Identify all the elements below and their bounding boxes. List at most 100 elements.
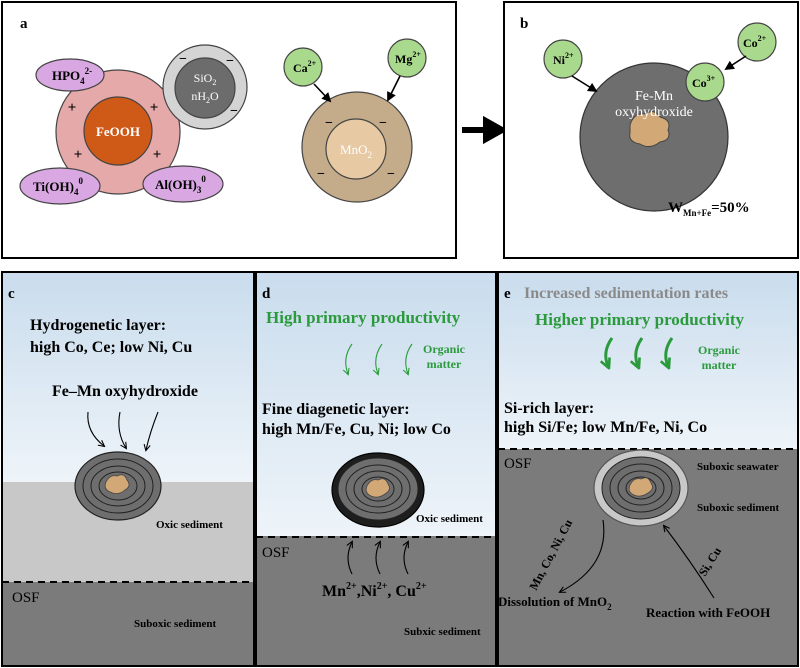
panel-d-ions: Mn2+,Ni2+, Cu2+: [322, 581, 427, 600]
ni-label: Ni2+: [553, 51, 574, 67]
panel-d-frame: [255, 271, 497, 667]
ca-label: Ca2+: [293, 59, 317, 75]
panel-e-sedimentation: Increased sedimentation rates: [524, 285, 728, 302]
mg-label: Mg2+: [395, 50, 421, 66]
ni-arrow: [571, 75, 598, 93]
minus-sign: −: [179, 52, 187, 67]
panel-c-frame: [1, 271, 255, 667]
panel-e-osf-label: OSF: [504, 456, 532, 472]
minus-sign: −: [325, 116, 333, 131]
panel-c: c Hydrogenetic layer: high Co, Ce; low N…: [1, 271, 255, 667]
transition-arrow: [462, 115, 509, 145]
panel-d-osf-label: OSF: [262, 545, 290, 561]
sio2-label: SiO2: [194, 71, 217, 87]
panel-c-suboxic-label: Suboxic sediment: [134, 618, 217, 630]
mg-arrow: [387, 75, 401, 102]
hpo4-ellipse: [35, 58, 105, 92]
panel-e-title-1: Si-rich layer:: [504, 400, 594, 417]
feooh-core: [83, 96, 153, 166]
panel-c-water: [2, 272, 254, 482]
panel-a-letter: a: [20, 16, 28, 32]
panel-e-productivity: Higher primary productivity: [535, 310, 745, 329]
dissolution-arrow: [560, 519, 605, 592]
plus-sign: +: [68, 100, 77, 116]
panel-e-title-2: high Si/Fe; low Mn/Fe, Ni, Co: [504, 419, 707, 436]
nucleus-shape: [629, 111, 670, 148]
ca-ion: [283, 47, 323, 87]
panel-c-suboxic-sediment: [2, 582, 254, 666]
panel-c-osf-label: OSF: [12, 590, 40, 606]
panel-c-oxic-label: Oxic sediment: [156, 519, 223, 531]
panel-e-suboxic-sediment: Suboxic sediment: [697, 502, 780, 514]
organic-line1: Organic: [423, 342, 466, 356]
panel-e-frame: [497, 271, 799, 667]
minus-sign: −: [226, 54, 234, 69]
minus-sign: −: [230, 104, 238, 119]
panel-d-letter: d: [262, 286, 271, 302]
panel-e-letter: e: [504, 286, 511, 302]
panel-a: a FeOOH + + + + HPO42- SiO2 nH2O − − − T…: [1, 1, 457, 259]
minus-sign: −: [379, 116, 387, 131]
panel-e: e Increased sedimentation rates Higher p…: [497, 271, 799, 667]
panel-d-suboxic-label: Subxic sediment: [404, 626, 481, 638]
panel-b-letter: b: [520, 16, 528, 32]
panel-c-nodule: [74, 451, 162, 521]
reaction-arrow: [664, 526, 715, 599]
co-oxidation-arrow: [724, 55, 747, 71]
panel-e-water: [498, 272, 798, 449]
co2-ion: [737, 22, 777, 62]
co3-ion: [685, 62, 725, 102]
flux-arrow: [118, 411, 126, 448]
aloh3-label: Al(OH)30: [155, 174, 206, 195]
panel-d-nodule: [331, 452, 425, 528]
tioh4-label: Ti(OH)40: [33, 176, 83, 197]
ca-arrow: [313, 83, 332, 103]
w-label: WMn+Fe=50%: [668, 200, 750, 218]
panel-e-suboxic-seawater: Suboxic seawater: [697, 461, 779, 473]
metal-flux-arrow: [404, 542, 408, 575]
sio2-core: [174, 57, 236, 119]
flux-arrow: [87, 411, 104, 446]
panel-d-oxic-label: Oxic sediment: [416, 513, 483, 525]
organic-arrow-bold: [666, 337, 674, 366]
reaction-label: Reaction with FeOOH: [646, 605, 770, 620]
plus-sign: +: [150, 100, 159, 116]
organic-arrow: [406, 343, 413, 374]
mg-ion: [387, 38, 427, 78]
panel-c-letter: c: [8, 286, 15, 302]
mno2-label: MnO2: [340, 142, 372, 160]
oxy-line2: oxyhydroxide: [615, 105, 693, 120]
panel-d-title-1: Fine diagenetic layer:: [262, 401, 410, 418]
organic-line2: matter: [702, 358, 737, 372]
metal-flux-arrow: [376, 542, 380, 575]
hpo4-label: HPO42-: [52, 66, 92, 86]
organic-arrow: [346, 343, 353, 374]
organic-arrow: [376, 343, 383, 374]
mno2-core: [325, 118, 387, 180]
panel-d-productivity: High primary productivity: [266, 308, 461, 327]
panel-e-nodule: [593, 449, 689, 527]
minus-sign: −: [387, 167, 395, 182]
flux-arrow: [146, 411, 159, 450]
tioh4-ellipse: [19, 167, 101, 205]
panel-d: d High primary productivity Organic matt…: [255, 271, 497, 667]
metal-flux-arrow: [348, 542, 352, 575]
ni-ion: [543, 39, 583, 79]
feooh-label: FeOOH: [96, 124, 140, 139]
panel-d-title-2: high Mn/Fe, Cu, Ni; low Co: [262, 421, 451, 438]
co2-label: Co2+: [743, 34, 767, 50]
aloh3-ellipse: [142, 165, 224, 203]
nh2o-label: nH2O: [191, 89, 219, 105]
plus-sign: +: [153, 147, 162, 163]
organic-arrow-bold: [636, 337, 644, 366]
panel-c-source: Fe–Mn oxyhydroxide: [52, 383, 198, 400]
panel-b: b Fe-Mn oxyhydroxide Ni2+ Co2+ Co3+ WMn+…: [503, 1, 799, 259]
panel-c-title-1: Hydrogenetic layer:: [30, 317, 166, 334]
organic-line1: Organic: [698, 343, 741, 357]
dissolution-label: Dissolution of MnO2: [498, 594, 612, 612]
minus-sign: −: [317, 167, 325, 182]
oxy-line1: Fe-Mn: [635, 89, 673, 104]
organic-arrow-bold: [606, 337, 614, 366]
organic-line2: matter: [427, 357, 462, 371]
